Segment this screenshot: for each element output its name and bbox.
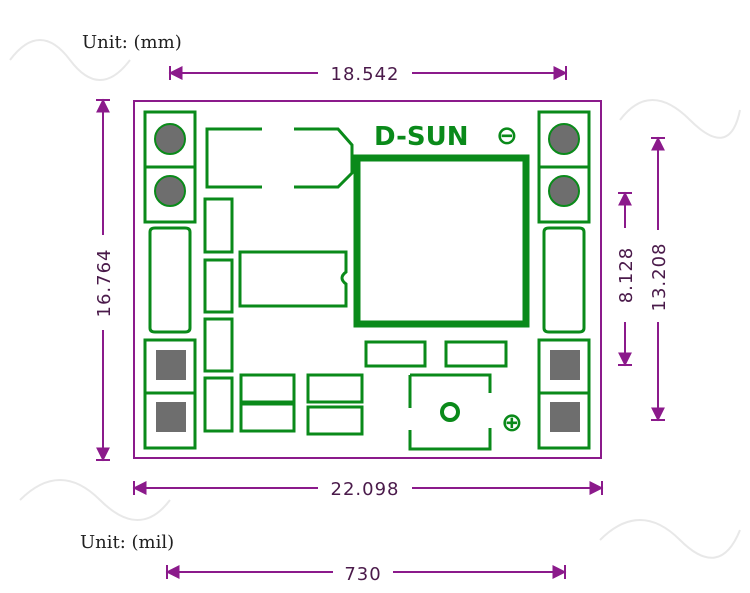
- dim-top-width-text: 18.542: [331, 64, 400, 85]
- capsule-right: [542, 226, 586, 334]
- component-pad-2: [239, 402, 296, 433]
- watermark-swirl: [9, 39, 131, 81]
- brand-label: D-SUN: [374, 122, 468, 152]
- dim-right-inner: 8.128: [616, 191, 637, 367]
- component-pad-4: [306, 405, 364, 436]
- pad-round: [548, 175, 580, 207]
- ic-chip: [238, 250, 348, 308]
- component-small-2: [203, 258, 234, 314]
- dim-right-outer: 13.208: [649, 136, 670, 422]
- bracket-right: [294, 127, 354, 189]
- component-pad-6: [444, 340, 508, 368]
- component-pad-1: [239, 373, 296, 404]
- unit-mm-label: Unit: (mm): [82, 32, 182, 53]
- minus-symbol: ⊖: [496, 121, 518, 151]
- board-outline: [133, 100, 602, 459]
- bracket-left: [205, 127, 262, 189]
- dim-bottom-width: 22.098: [132, 479, 604, 500]
- watermark-swirl: [19, 479, 171, 521]
- dim-mil-width: 730: [165, 564, 567, 585]
- dim-right-inner-text: 8.128: [616, 247, 637, 304]
- dim-bottom-width-text: 22.098: [331, 479, 400, 500]
- component-pad-3: [306, 373, 364, 404]
- inductor-square: [353, 154, 530, 328]
- dim-right-outer-text: 13.208: [649, 243, 670, 312]
- capsule-left: [148, 226, 192, 334]
- pad-round: [154, 123, 186, 155]
- component-small-4: [203, 376, 234, 433]
- component-small-1: [203, 197, 234, 254]
- pad-round: [548, 123, 580, 155]
- pad-square: [550, 402, 580, 432]
- dim-left-height: 16.764: [94, 98, 115, 462]
- connector-hole: [440, 402, 460, 422]
- dim-mil-width-text: 730: [344, 564, 381, 585]
- component-small-3: [203, 317, 234, 373]
- pad-round: [154, 175, 186, 207]
- pad-square: [550, 350, 580, 380]
- unit-mil-label: Unit: (mil): [80, 532, 175, 553]
- watermark-swirl: [619, 99, 741, 139]
- pad-square: [156, 402, 186, 432]
- plus-symbol: ⊕: [501, 408, 523, 438]
- dim-left-height-text: 16.764: [94, 249, 115, 318]
- connector-outline: [408, 373, 492, 451]
- dim-top-width: 18.542: [168, 64, 568, 85]
- watermark-swirl: [599, 519, 741, 559]
- pad-square: [156, 350, 186, 380]
- component-pad-5: [364, 340, 427, 368]
